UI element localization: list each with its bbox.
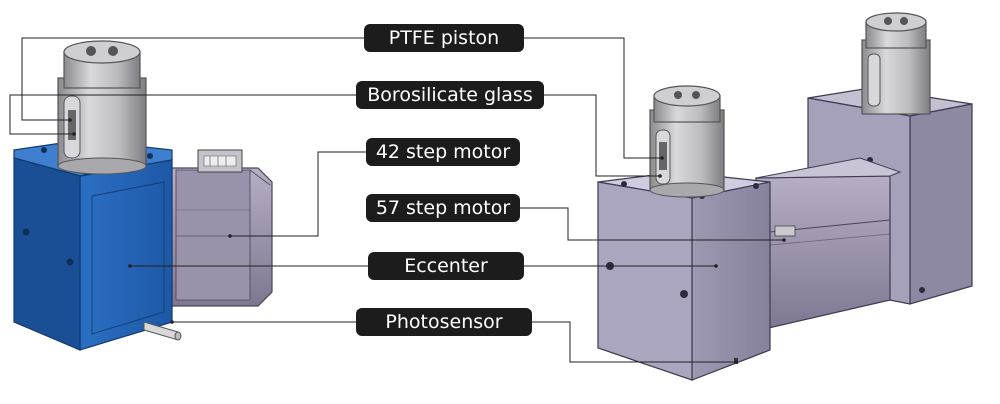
left-glass-piston bbox=[57, 40, 147, 175]
label-57-step-motor: 57 step motor bbox=[366, 194, 520, 222]
leader-ptfe-right bbox=[524, 37, 662, 159]
left-step-motor-42 bbox=[167, 149, 273, 307]
leader-dots bbox=[68, 118, 786, 364]
label-borosilicate-glass: Borosilicate glass bbox=[356, 81, 544, 109]
label-42-step-motor: 42 step motor bbox=[366, 138, 520, 166]
left-pump bbox=[13, 40, 273, 351]
leader-glass-right bbox=[544, 94, 660, 177]
right-front-glass-piston bbox=[649, 85, 725, 198]
leader-glass-left bbox=[9, 94, 356, 135]
right-step-motor-57 bbox=[755, 157, 902, 331]
label-eccenter: Eccenter bbox=[368, 252, 524, 280]
left-photosensor-pin bbox=[143, 321, 182, 341]
label-photosensor: Photosensor bbox=[356, 308, 532, 336]
leader-42-motor bbox=[230, 151, 366, 237]
label-ptfe-piston: PTFE piston bbox=[364, 24, 524, 52]
leader-lines bbox=[9, 37, 784, 363]
leader-ptfe-left bbox=[21, 37, 364, 121]
leader-photosensor-right bbox=[532, 321, 736, 363]
right-pump bbox=[597, 12, 973, 381]
leader-57-motor bbox=[520, 207, 784, 241]
right-front-housing bbox=[597, 171, 771, 381]
right-back-glass-piston bbox=[861, 12, 931, 115]
